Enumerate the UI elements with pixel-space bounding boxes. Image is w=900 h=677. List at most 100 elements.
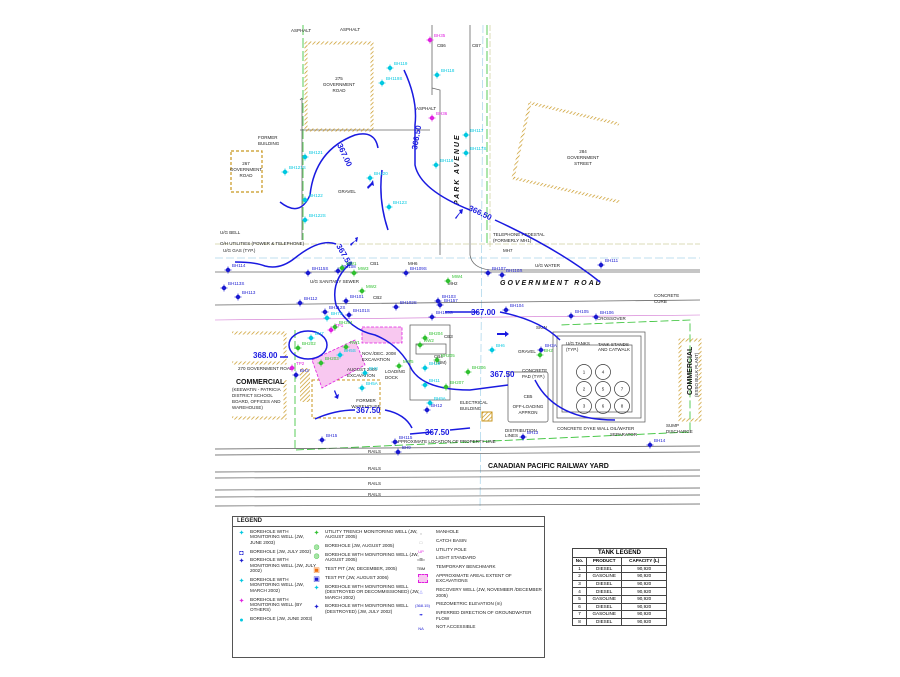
legend-text: BOREHOLE (JW, JUNE 2003) [250, 616, 313, 622]
borehole-bh10[interactable]: BH10 [421, 361, 441, 372]
borehole-bh5a[interactable]: BH5A [358, 381, 378, 392]
legend-item: ✦BOREHOLE WITH MONITORING WELL (DESTROYE… [311, 584, 423, 600]
borehole-bh113s[interactable]: BH113S [220, 281, 245, 292]
borehole-bh112s[interactable]: BH112S [321, 305, 346, 316]
borehole-bh106[interactable]: BH106 [592, 310, 615, 321]
borehole-bh12[interactable]: BH12 [423, 403, 443, 414]
borehole-bh105[interactable]: BH105 [567, 309, 590, 320]
borehole-bh121s[interactable]: BH121S [281, 165, 306, 176]
borehole-label: BH204 [429, 331, 443, 336]
borehole-label: BH3A [545, 343, 557, 348]
borehole-label: BH14 [654, 438, 666, 443]
legend-item: ✦BOREHOLE WITH MONITORING WELL (JW, JULY… [236, 557, 316, 573]
legend: LEGEND ✦BOREHOLE WITH MONITORING WELL (J… [232, 516, 545, 658]
borehole-bh122s[interactable]: BH122S [301, 213, 326, 224]
borehole-mw1[interactable]: MW1 [338, 261, 357, 272]
borehole-bh122[interactable]: BH122 [301, 193, 324, 204]
borehole-bh2[interactable]: BH2 [536, 348, 554, 359]
borehole-label: BH36 [436, 111, 448, 116]
borehole-label: BH101S [353, 308, 370, 313]
groundwater-flow-arrows [334, 180, 509, 399]
borehole-bh157[interactable]: BH157 [436, 298, 459, 309]
borehole-bh203[interactable]: BH203 [317, 356, 340, 367]
borehole-bh123[interactable]: BH123 [385, 200, 408, 211]
legend-item: APPROXIMATE AREAL EXTENT OF EXCAVATIONS [418, 573, 543, 584]
borehole-bh5s[interactable]: BH5S [336, 348, 356, 359]
tank-cell: DIESEL [585, 587, 623, 596]
borehole-bh120[interactable]: BH120 [366, 171, 389, 182]
borehole-bh7[interactable]: BH7 [307, 331, 325, 342]
legend-item: ●BOREHOLE (JW, JUNE 2003) [236, 616, 316, 624]
tank-number: 6 [602, 404, 605, 409]
borehole-label: BH111 [605, 258, 619, 263]
borehole-label: RW2 [424, 338, 434, 343]
borehole-bh15[interactable]: BH15 [318, 433, 338, 444]
borehole-bh104[interactable]: BH104 [502, 303, 525, 314]
borehole-bh115[interactable]: BH115 [391, 435, 413, 446]
borehole-bh6[interactable]: BH6 [488, 343, 506, 354]
borehole-bh102s[interactable]: BH102S [392, 300, 417, 311]
borehole-bh205[interactable]: BH205 [433, 353, 456, 364]
borehole-bh3[interactable]: BH3 [292, 368, 310, 379]
borehole-bh11[interactable]: BH11 [421, 378, 441, 389]
legend-text: BOREHOLE (JW, AUGUST 2005) [325, 543, 395, 549]
borehole-label: BH119S [386, 76, 402, 81]
borehole-bh101s[interactable]: BH101S [345, 308, 370, 319]
excavation-area-2006 [311, 339, 366, 389]
borehole-bh113[interactable]: BH113 [234, 290, 256, 301]
borehole-bh207[interactable]: BH207 [442, 380, 465, 391]
svg-text:SUMP: SUMP [666, 423, 679, 428]
svg-text:ASPHALT: ASPHALT [416, 106, 436, 111]
borehole-bh36[interactable]: BH36 [428, 111, 448, 122]
building-267: 267 GOVERNMENT ROAD FORMER BUILDING [230, 135, 280, 193]
borehole-bh121[interactable]: BH121 [301, 150, 324, 161]
borehole-bh114[interactable]: BH114 [224, 263, 246, 274]
borehole-bh9a[interactable]: BH9A [426, 396, 446, 407]
borehole-bh115s[interactable]: BH115S [304, 266, 329, 277]
borehole-bh7s[interactable]: BH7S [323, 311, 343, 322]
borehole-bh14[interactable]: BH14 [646, 438, 666, 449]
borehole-bh201[interactable]: BH201 [331, 320, 354, 331]
borehole-mw5[interactable]: MW5 [395, 359, 414, 370]
borehole-bh117[interactable]: BH117 [462, 128, 484, 139]
borehole-bh117s[interactable]: BH117S [462, 146, 487, 157]
borehole-bh111[interactable]: BH111 [597, 258, 619, 269]
borehole-mw3[interactable]: MW3 [350, 266, 369, 277]
borehole-bh101[interactable]: BH101 [342, 294, 365, 305]
borehole-bh13[interactable]: BH13 [519, 430, 539, 441]
borehole-bh204[interactable]: BH204 [421, 331, 444, 342]
borehole-tp1[interactable]: TP1 [327, 323, 344, 334]
tank-number: 4 [602, 370, 605, 375]
borehole-bh116[interactable]: BH116 [432, 158, 454, 169]
borehole-bh107[interactable]: BH107 [484, 266, 507, 277]
borehole-bh9[interactable]: BH9 [394, 445, 412, 456]
borehole-bh35[interactable]: BH35 [426, 33, 446, 44]
borehole-tp2[interactable]: TP2 [288, 361, 305, 372]
svg-text:(TBM): (TBM) [434, 360, 447, 365]
svg-text:CURB: CURB [654, 299, 667, 304]
rails-label: RAILS [368, 492, 381, 497]
borehole-bh112[interactable]: BH112 [296, 296, 318, 307]
borehole-bh103s[interactable]: BH103S [428, 310, 453, 321]
borehole-rw2[interactable]: RW2 [416, 338, 435, 349]
borehole-bh202[interactable]: BH202 [294, 341, 317, 352]
borehole-mw4[interactable]: MW4 [444, 274, 463, 285]
borehole-bh3a[interactable]: BH3A [537, 343, 557, 354]
borehole-bh8[interactable]: BH8 [361, 366, 379, 377]
borehole-bh206[interactable]: BH206 [464, 365, 487, 376]
borehole-bh119s[interactable]: BH119S [378, 76, 403, 87]
borehole-bh108[interactable]: BH108 [334, 264, 357, 275]
legend-text: RECOVERY WELL (JW, NOVEMBER /DECEMBER 20… [436, 587, 542, 598]
svg-text:OIL/WATER: OIL/WATER [610, 426, 635, 431]
borehole-bh110s[interactable]: BH110S [498, 268, 523, 279]
tank-cell: 6 [572, 602, 587, 612]
borehole-bh109s[interactable]: BH109S [402, 266, 427, 277]
borehole-mw2[interactable]: MW2 [358, 284, 377, 295]
borehole-rw1[interactable]: RW1 [342, 340, 361, 351]
legend-symbol-icon: ✦ [238, 558, 245, 566]
borehole-bh118[interactable]: BH118 [433, 68, 455, 79]
borehole-bh103[interactable]: BH103 [434, 294, 457, 305]
borehole-bh119[interactable]: BH119 [386, 61, 408, 72]
svg-text:CROSSOVER: CROSSOVER [597, 316, 627, 321]
